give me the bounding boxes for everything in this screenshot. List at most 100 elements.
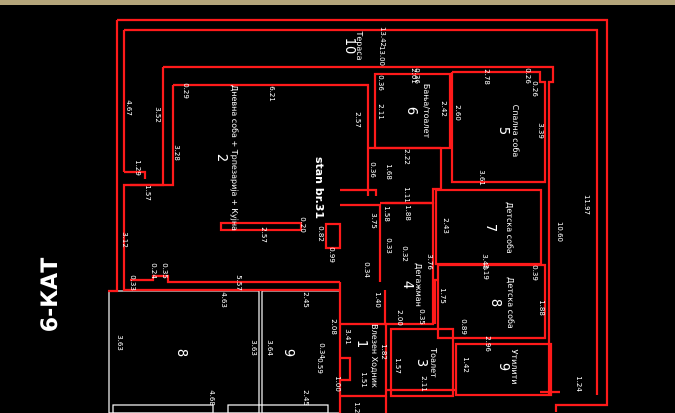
room-number-4: 4 (400, 281, 415, 289)
dimension-label: 2.42 (440, 101, 448, 117)
dimension-label: 2.45 (302, 292, 310, 308)
dimension-label: 0.35 (161, 263, 169, 279)
floor-label: 6-КАТ (38, 257, 63, 333)
dimension-label: 1.68 (385, 164, 393, 180)
dimension-label: 3.28 (173, 145, 181, 161)
dimension-label: 3.64 (266, 340, 274, 356)
dimension-label: 3.63 (116, 335, 124, 351)
dimension-label: 2.96 (484, 336, 492, 352)
dimension-label: 10.60 (556, 222, 564, 242)
dimension-label: 1.58 (383, 206, 391, 222)
room-name-6: Бања/тоалет (422, 84, 431, 139)
dimension-label: 2.78 (483, 69, 491, 85)
dimension-label: 0.24 (150, 263, 158, 279)
dimension-label: 1.82 (380, 344, 388, 360)
dimension-label: 2.43 (442, 218, 450, 234)
dimension-label: 3.61 (478, 170, 486, 186)
dimension-label: 0.99 (328, 247, 336, 263)
dimension-label: 3.39 (537, 123, 545, 139)
dimension-label: 13.00 (378, 46, 386, 66)
dimension-label: 0.82 (317, 226, 325, 242)
dimension-label: 0.20 (299, 217, 307, 233)
neighbor-room-number: 8 (174, 349, 189, 357)
neighbor-room-number: 9 (281, 349, 296, 357)
dimension-label: 1.75 (439, 288, 447, 304)
room-number-8: 8 (488, 299, 503, 307)
room-name-9: Утилити (510, 350, 519, 385)
dimension-label: 3.19 (482, 264, 490, 280)
dimension-label: 3.41 (344, 329, 352, 345)
room-name-7: Детска соба (505, 202, 514, 254)
dimension-label: 0.89 (460, 319, 468, 335)
dimension-label: 3.76 (426, 254, 434, 270)
dimension-label: 0.33 (129, 275, 137, 291)
dimension-label: 0.36 (377, 75, 385, 91)
dimension-label: 0.34 (318, 343, 326, 359)
dimension-label: 1.42 (462, 357, 470, 373)
dimension-label: 2.01 (410, 68, 418, 84)
room-number-5: 5 (496, 127, 511, 135)
dimension-label: 0.29 (182, 83, 190, 99)
room-number-6: 6 (404, 107, 419, 115)
top-bar (0, 0, 675, 5)
dimension-label: 1.29 (134, 160, 142, 176)
dimension-label: 2.57 (260, 227, 268, 243)
dimension-label: 11.97 (583, 195, 591, 215)
dimension-label: 0.26 (531, 81, 539, 97)
dimension-label: 0.26 (524, 68, 532, 84)
dimension-label: 1.57 (394, 358, 402, 374)
room-name-3: Тоалет (429, 347, 438, 378)
dimension-label: 6.21 (268, 86, 276, 102)
dimension-label: 0.36 (413, 68, 421, 84)
dimension-label: 0.59 (316, 358, 324, 374)
dimension-label: 1.88 (404, 205, 412, 221)
room-name-10: Тераса (355, 30, 364, 60)
room-name-2: Дневна соба + Трпезарија + Кујна (230, 85, 239, 231)
dimension-label: 1.88 (538, 300, 546, 316)
dimension-label: 2.22 (403, 149, 411, 165)
dimension-label: 1.24 (575, 376, 583, 392)
dimension-label: 1.00 (334, 376, 342, 392)
dimension-label: 0.36 (369, 162, 377, 178)
room-name-1: Влезен Ходник (370, 324, 379, 388)
dimension-label: 2.11 (377, 104, 385, 120)
room-number-1: 1 (354, 340, 369, 348)
dimension-label: 0.39 (531, 265, 539, 281)
room-number-9: 9 (496, 363, 511, 371)
apartment-label: stan br.31 (313, 157, 326, 219)
dimension-label: 1.57 (144, 185, 152, 201)
room-name-8: Детска соба (506, 277, 515, 329)
dimension-label: 2.57 (354, 112, 362, 128)
room-name-5: Спална соба (511, 105, 520, 158)
apartment-walls (108, 18, 609, 413)
dimension-label: 2.60 (454, 105, 462, 121)
dimension-label: 1.24 (353, 402, 361, 413)
dimension-label: 0.33 (385, 238, 393, 254)
dimension-label: 0.35 (418, 309, 426, 325)
room-number-7: 7 (483, 224, 498, 232)
dimension-label: 13.42 (379, 27, 387, 47)
dimension-label: 4.68 (208, 390, 216, 406)
dimension-label: 1.11 (403, 187, 411, 203)
dimension-label: 3.12 (121, 232, 129, 248)
dimension-label: 4.63 (220, 292, 228, 308)
dimension-label: 3.75 (370, 213, 378, 229)
room-number-3: 3 (414, 359, 429, 367)
dimension-label: 2.08 (330, 319, 338, 335)
dimension-label: 0.34 (363, 262, 371, 278)
dimension-label: 3.63 (250, 340, 258, 356)
dimension-label: 3.52 (154, 107, 162, 123)
dimension-label: 2.11 (420, 376, 428, 392)
room-name-4: Дегажман (414, 263, 423, 307)
dimension-label: 1.40 (374, 292, 382, 308)
room-number-2: 2 (214, 154, 229, 162)
dimension-label: 1.51 (360, 372, 368, 388)
dimension-label: 2.45 (302, 390, 310, 406)
dimension-label: 4.67 (125, 100, 133, 116)
dimension-label: 5.57 (235, 275, 243, 291)
dimension-label: 3.40 (481, 254, 489, 270)
dimension-label: 2.00 (396, 310, 404, 326)
room-number-10: 10 (342, 38, 357, 55)
dimension-label: 0.32 (401, 246, 409, 262)
